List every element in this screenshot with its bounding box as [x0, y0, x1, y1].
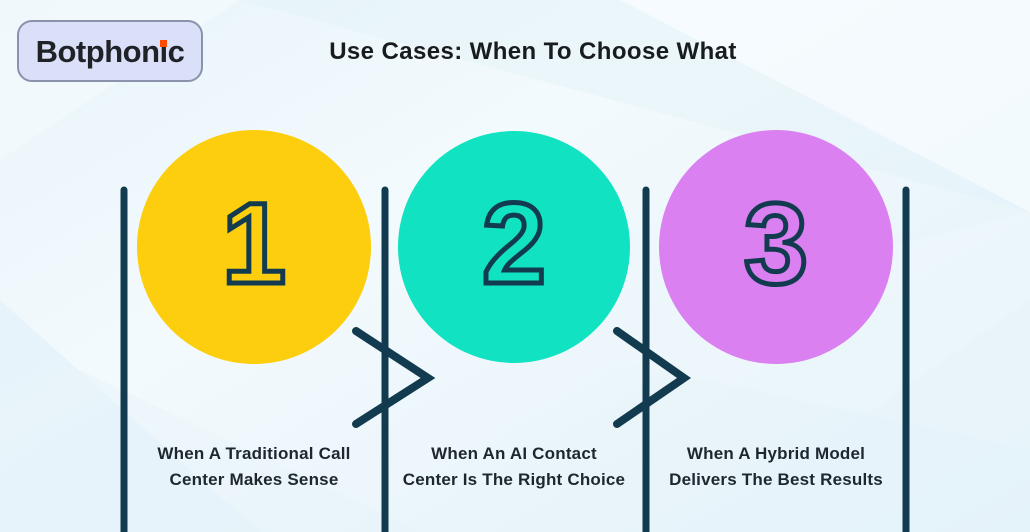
- botphonic-wordmark: Botphonıc: [36, 36, 185, 67]
- step-label-3: When A Hybrid Model Delivers The Best Re…: [636, 441, 916, 493]
- background-facet: [620, 0, 1030, 212]
- botphonic-logo: Botphonıc: [17, 20, 203, 82]
- step-label-1-line-2: Center Makes Sense: [169, 470, 339, 489]
- step-circle-2: [398, 131, 630, 363]
- step-label-3-line-2: Delivers The Best Results: [669, 470, 883, 489]
- step-number-2: 2: [482, 180, 546, 308]
- logo-i-with-orange-dot: ı: [159, 33, 169, 69]
- background-facet: [700, 300, 1030, 532]
- step-number-3: 3: [744, 180, 808, 308]
- background-facet: [0, 370, 420, 532]
- step-label-1-line-1: When A Traditional Call: [157, 444, 351, 463]
- step-label-2-line-2: Center Is The Right Choice: [402, 470, 626, 489]
- step-circle-3: [659, 130, 893, 364]
- wordmark-pre: Botphon: [35, 33, 160, 69]
- step-label-2: When An AI Contact Center Is The Right C…: [374, 441, 654, 493]
- logo-i-stem: ı: [159, 33, 169, 69]
- step-circle-1: [137, 130, 371, 364]
- arrow-chevron-2: [613, 327, 692, 428]
- page-title: Use Cases: When To Choose What: [329, 38, 737, 65]
- wordmark-post: c: [167, 33, 185, 69]
- step-number-1: 1: [222, 180, 286, 308]
- arrow-chevron-1: [352, 327, 436, 428]
- step-label-1: When A Traditional Call Center Makes Sen…: [114, 441, 394, 493]
- step-label-3-line-1: When A Hybrid Model: [686, 444, 866, 463]
- step-label-2-line-1: When An AI Contact: [431, 444, 597, 463]
